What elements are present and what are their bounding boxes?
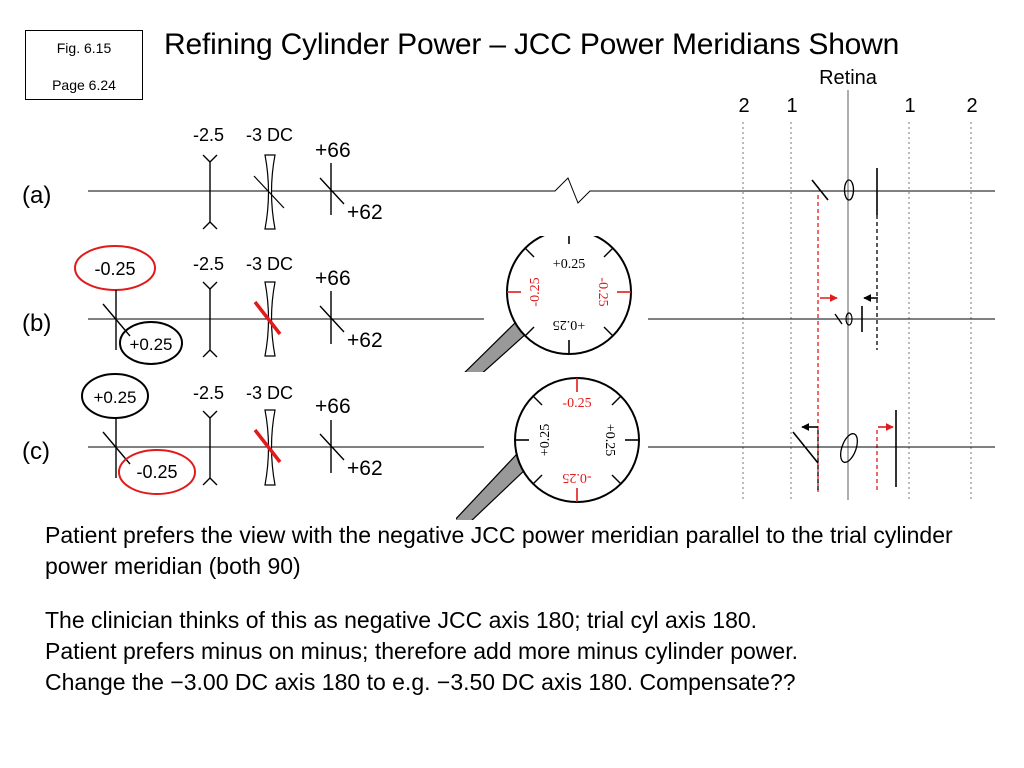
jcc-dial-c: -0.25 +0.25 +0.25 -0.25 (456, 377, 640, 520)
cylinder-lens-label: -3 DC (246, 383, 293, 403)
jcc-minus-highlight-circle (74, 245, 156, 291)
jcc-handle (456, 454, 529, 520)
jcc-power-label: +0.25 (129, 335, 172, 354)
power-bottom-label: +62 (347, 329, 383, 352)
slide-title: Refining Cylinder Power – JCC Power Meri… (164, 28, 900, 61)
minus-sphere-lens-icon (202, 281, 218, 358)
jcc-minus-highlight-circle (118, 449, 196, 495)
cylinder-axis-red-mark (253, 300, 282, 336)
jcc-plus-highlight-circle (81, 373, 149, 419)
retina-line-label: 1 (786, 95, 797, 117)
clinician-note-line: Patient prefers minus on minus; therefor… (45, 638, 798, 664)
dial-label-bottom: -0.25 (562, 470, 591, 485)
jcc-power-label: -0.25 (136, 462, 177, 482)
plus-lens-axis-mark (319, 177, 345, 205)
power-top-label: +66 (315, 139, 351, 162)
figure-label: Fig. 6.15 (56, 40, 112, 56)
power-bottom-label: +62 (347, 457, 383, 480)
power-top-label: +66 (315, 267, 351, 290)
line-focus-mark (811, 179, 829, 201)
dial-label-top: -0.25 (562, 396, 591, 411)
plus-lens-axis-mark (319, 305, 345, 333)
cylinder-axis-mark (253, 175, 285, 209)
optical-axis-a (88, 177, 995, 204)
line-focus-mark (792, 431, 819, 464)
dial-label-left: -0.25 (528, 277, 543, 306)
jcc-power-label: +0.25 (93, 388, 136, 407)
retina-label: Retina (819, 67, 878, 89)
circle-of-least-confusion (840, 433, 858, 463)
jcc-dial-b: +0.25 -0.25 -0.25 +0.25 (464, 236, 632, 372)
sphere-lens-label: -2.5 (193, 383, 224, 403)
power-top-label: +66 (315, 395, 351, 418)
minus-sphere-lens-icon (202, 410, 218, 486)
explanation-paragraph: Patient prefers the view with the negati… (45, 522, 953, 579)
jcc-power-label: -0.25 (94, 259, 135, 279)
clinician-note-line: Change the −3.00 DC axis 180 to e.g. −3.… (45, 669, 796, 695)
clinician-note-line: The clinician thinks of this as negative… (45, 607, 758, 633)
power-bottom-label: +62 (347, 201, 383, 224)
dial-label-right: -0.25 (595, 277, 610, 306)
dial-label-top: +0.25 (553, 257, 585, 272)
minus-cylinder-lens-icon (264, 154, 276, 230)
retina-line-label: 2 (966, 95, 977, 117)
line-focus-mark (834, 313, 843, 325)
optics-diagram: Retina 2 1 1 2 (a) -2.5 -3 DC +66 +62 (b… (22, 67, 995, 520)
circle-of-least-confusion (843, 179, 855, 201)
minus-sphere-lens-icon (202, 154, 218, 230)
jcc-plus-highlight-circle (119, 321, 183, 365)
dial-label-left: +0.25 (538, 424, 553, 456)
figure-reference-box: Fig. 6.15 Page 6.24 (25, 30, 143, 100)
retina-line-label: 2 (738, 95, 749, 117)
row-label-c: (c) (22, 438, 50, 465)
cylinder-lens-label: -3 DC (246, 254, 293, 274)
sphere-lens-label: -2.5 (193, 254, 224, 274)
cylinder-axis-red-mark (253, 428, 282, 464)
dial-label-bottom: +0.25 (553, 317, 585, 332)
clinician-note-paragraph: The clinician thinks of this as negative… (45, 605, 1005, 698)
dial-label-right: +0.25 (602, 424, 617, 456)
retina-line-label: 1 (904, 95, 915, 117)
sphere-lens-label: -2.5 (193, 125, 224, 145)
circle-of-least-confusion (845, 312, 853, 326)
page-label: Page 6.24 (52, 77, 116, 93)
jcc-handle (464, 321, 528, 372)
cylinder-lens-label: -3 DC (246, 125, 293, 145)
row-label-b: (b) (22, 310, 51, 337)
row-label-a: (a) (22, 182, 51, 209)
plus-lens-axis-mark (319, 433, 345, 461)
